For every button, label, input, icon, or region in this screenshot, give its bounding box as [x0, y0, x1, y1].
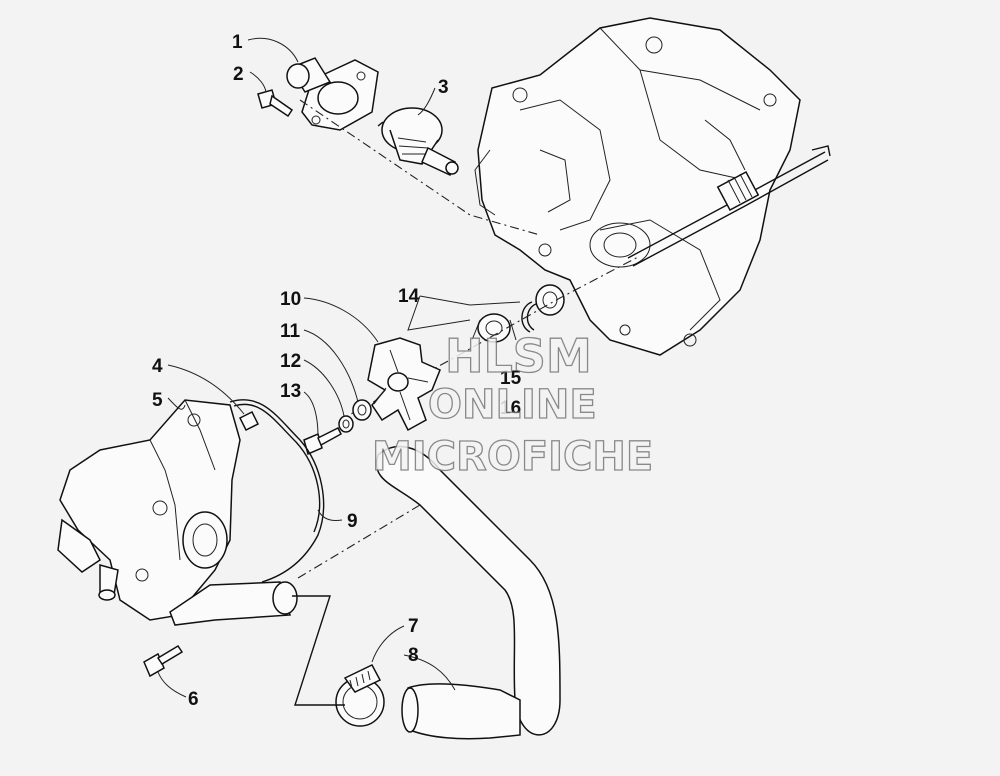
dowel-pin: [238, 410, 260, 432]
callout-labels: 1 2 3 4 5 6 7 8 9 10 11 12 13 14 15 16: [152, 32, 522, 710]
watermark-line-2: ONLINE: [428, 382, 597, 428]
callout-11: 11: [280, 321, 301, 342]
thermostat-housing: [286, 57, 379, 131]
pump-bolt: [143, 644, 184, 678]
callout-13: 13: [280, 381, 301, 402]
callout-12: 12: [280, 351, 301, 372]
oil-seal: [535, 284, 565, 316]
water-pump-cover: [57, 399, 298, 626]
callout-5: 5: [152, 390, 163, 411]
impeller: [367, 337, 441, 432]
thermostat: [377, 107, 459, 177]
snap-ring: [521, 301, 537, 333]
callout-9: 9: [347, 511, 358, 532]
callout-8: 8: [408, 645, 419, 666]
callout-2: 2: [233, 64, 244, 85]
leader-lines: [157, 37, 521, 698]
watermark: HLSM ONLINE MICROFICHE: [371, 328, 654, 480]
callout-3: 3: [438, 77, 449, 98]
callout-4: 4: [152, 356, 163, 377]
shaft-with-gear: [627, 145, 831, 267]
callout-1: 1: [232, 32, 243, 53]
washer-12: [338, 415, 354, 433]
housing-bolt: [257, 89, 294, 118]
assembly-bracket: [292, 595, 345, 706]
watermark-line-3: MICROFICHE: [372, 434, 653, 480]
callout-14: 14: [398, 286, 420, 307]
callout-6: 6: [188, 689, 199, 710]
coolant-hose: [375, 445, 561, 740]
hose-clamp: [335, 664, 385, 727]
axis-line-thermostat: [299, 99, 541, 236]
axis-line-hose: [297, 504, 421, 579]
pump-o-ring: [229, 399, 325, 583]
callout-7: 7: [408, 616, 419, 637]
callout-16: 16: [500, 398, 521, 419]
callout-10: 10: [280, 289, 301, 310]
watermark-line-1: HLSM: [445, 329, 592, 383]
washer-11: [352, 399, 372, 421]
callout-15: 15: [500, 368, 522, 389]
engine-crankcase: [474, 17, 801, 356]
impeller-bolt: [303, 426, 342, 456]
